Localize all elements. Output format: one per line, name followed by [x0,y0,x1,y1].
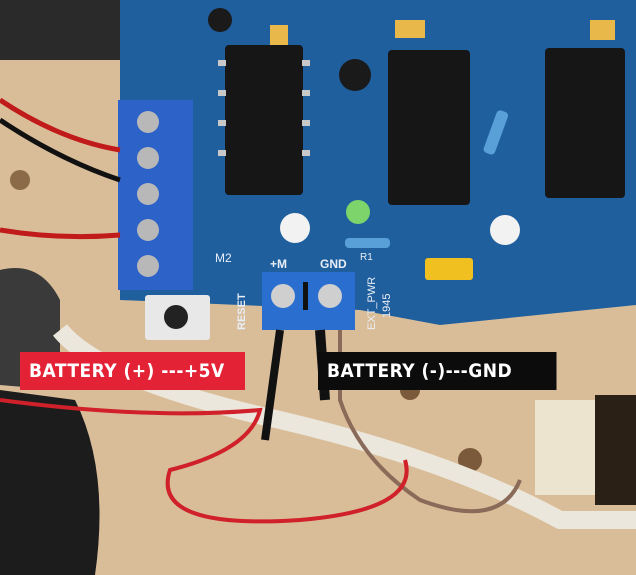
silk-reset: RESET [236,293,248,330]
capacitor [339,59,371,91]
silk-ext-pwr: EXT_PWR [366,277,378,330]
chassis-holes [10,170,482,472]
brown-wire [338,330,522,514]
silk-r1: R1 [360,252,373,263]
white-led [280,213,310,243]
green-led [346,200,370,224]
battery-negative-label: BATTERY (-)---GND [318,352,557,390]
silk-gnd: GND [320,257,347,271]
silk-plus-m: +M [270,257,287,271]
top-left-dark-part [0,0,120,60]
resistor [345,238,390,248]
red-wire [0,398,409,524]
battery-positive-label: BATTERY (+) ---+5V [20,352,245,390]
silk-m2: M2 [215,251,232,265]
silk-1945: 1945 [381,294,393,318]
yellow-jumper [425,258,473,280]
ic-chips [225,45,625,205]
